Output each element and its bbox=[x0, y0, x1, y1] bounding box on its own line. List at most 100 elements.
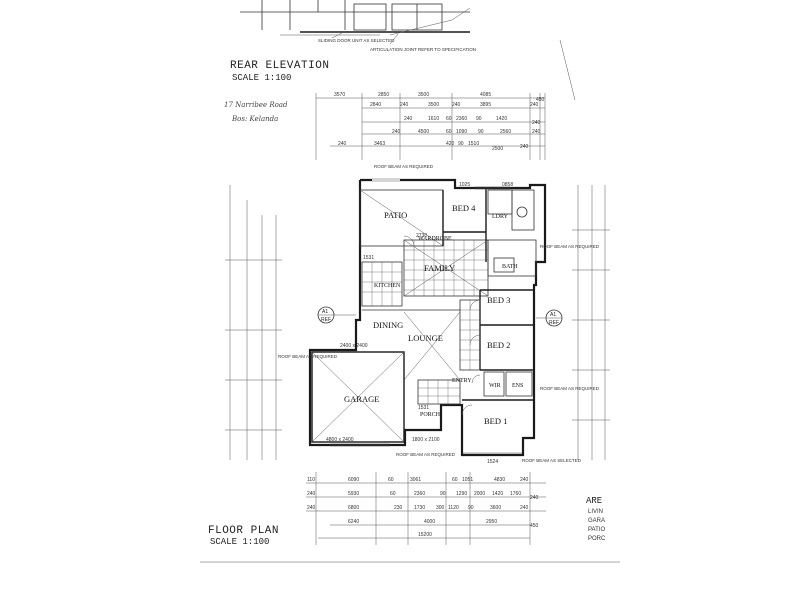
dim-t5-e: 1510 bbox=[468, 141, 479, 147]
area-heading: ARE bbox=[586, 496, 602, 506]
dim-kitchen-1531: 1531 bbox=[363, 255, 374, 261]
dim-b3-f: 1120 bbox=[448, 505, 459, 511]
dim-t4-a: 240 bbox=[392, 129, 401, 135]
room-wir: WIR bbox=[489, 383, 501, 389]
dim-b2-h: 1420 bbox=[492, 491, 503, 497]
address-line-2: Bos: Kelanda bbox=[231, 115, 278, 123]
bottom-dimension-strings bbox=[306, 472, 546, 545]
room-ens: ENS bbox=[512, 383, 523, 389]
dim-b4-b: 4000 bbox=[424, 519, 435, 525]
room-patio: PATIO bbox=[384, 210, 407, 220]
dim-t1-d: 4085 bbox=[480, 92, 491, 98]
dim-t2-c: 3500 bbox=[428, 102, 439, 108]
dim-t3-a: 240 bbox=[404, 116, 413, 122]
dim-t2-a: 2840 bbox=[370, 102, 381, 108]
dim-t3-e: 90 bbox=[476, 116, 482, 122]
dim-b4-a: 6240 bbox=[348, 519, 359, 525]
room-bed1: BED 1 bbox=[484, 416, 507, 426]
dim-b-total: 15200 bbox=[418, 532, 432, 538]
room-kitchen: KITCHEN bbox=[374, 283, 401, 289]
dim-b3-a: 240 bbox=[307, 505, 316, 511]
area-row-living: LIVIN bbox=[588, 509, 603, 515]
dim-family-2730: 2730 bbox=[416, 233, 427, 239]
room-ldry: LDRY bbox=[492, 214, 509, 220]
dim-b2-d: 2360 bbox=[414, 491, 425, 497]
top-dimension-strings bbox=[315, 93, 546, 160]
right-dimension-strings bbox=[572, 185, 610, 460]
dim-t2-d: 240 bbox=[452, 102, 461, 108]
floor-plan-title: FLOOR PLAN bbox=[208, 525, 279, 537]
dim-t4-d: 1090 bbox=[456, 129, 467, 135]
note-roof-beam-left: ROOF BEAM AS REQUIRED bbox=[278, 354, 338, 359]
dim-t3-d: 2360 bbox=[456, 116, 467, 122]
dim-b3-b: 6800 bbox=[348, 505, 359, 511]
elevation-scale: SCALE 1:100 bbox=[232, 73, 291, 83]
dim-b3-c: 230 bbox=[394, 505, 403, 511]
dim-b3-g: 90 bbox=[468, 505, 474, 511]
dim-b3-d: 1730 bbox=[414, 505, 425, 511]
left-dimension-strings bbox=[225, 185, 282, 460]
note-roof-beam-porch: ROOF BEAM AS REQUIRED bbox=[396, 452, 456, 457]
dim-top-1025: 1025 bbox=[459, 182, 470, 188]
dim-t5-d: 90 bbox=[458, 141, 464, 147]
dim-b1-a: 110 bbox=[307, 477, 315, 483]
dim-t4-g: 240 bbox=[532, 129, 541, 135]
area-row-porch: PORC bbox=[588, 536, 606, 542]
section-left-code: A1 bbox=[322, 309, 328, 315]
elevation-title: REAR ELEVATION bbox=[230, 60, 329, 72]
dim-t2-f: 240 bbox=[530, 102, 539, 108]
note-roof-beam-top: ROOF BEAM AS REQUIRED bbox=[374, 164, 434, 169]
dim-t1-c: 3500 bbox=[418, 92, 429, 98]
area-row-garage: GARA bbox=[588, 518, 605, 524]
room-lounge: LOUNGE bbox=[408, 333, 443, 343]
porch-window-size: 1800 x 2100 bbox=[412, 437, 440, 443]
room-family: FAMILY bbox=[424, 263, 455, 273]
dim-b2-b: 5930 bbox=[348, 491, 359, 497]
section-marker-right bbox=[536, 309, 563, 327]
address-line-1: 17 Narribee Road bbox=[224, 101, 288, 109]
dim-t1-a: 3570 bbox=[334, 92, 345, 98]
sheet-edge-mark bbox=[559, 39, 576, 101]
dim-t1-e: 450 bbox=[536, 97, 545, 103]
dim-t4-e: 90 bbox=[478, 129, 484, 135]
garage-door-size-2: 4800 x 2400 bbox=[326, 437, 354, 443]
dim-b2-f: 1290 bbox=[456, 491, 467, 497]
dim-t4-c: 60 bbox=[446, 129, 452, 135]
dim-t4-f: 2560 bbox=[500, 129, 511, 135]
section-left-ref: REF bbox=[321, 317, 331, 323]
dim-bed1-1524: 1524 bbox=[487, 459, 498, 465]
dim-b2-i: 1760 bbox=[510, 491, 521, 497]
floor-plan-scale: SCALE 1:100 bbox=[210, 537, 269, 547]
dim-t3-c: 60 bbox=[446, 116, 452, 122]
note-sliding-door: SLIDING DOOR UNIT AS SELECTED bbox=[318, 38, 395, 43]
dim-b1-c: 60 bbox=[388, 477, 394, 483]
room-garage: GARAGE bbox=[344, 394, 379, 404]
section-right-code: A1 bbox=[550, 312, 556, 318]
dim-b1-d: 3061 bbox=[410, 477, 421, 483]
dim-t3-g: 240 bbox=[532, 120, 541, 126]
room-porch: PORCH bbox=[420, 412, 441, 418]
dim-b2-c: 60 bbox=[390, 491, 396, 497]
dim-t3-b: 1610 bbox=[428, 116, 439, 122]
section-right-ref: REF bbox=[549, 320, 559, 326]
dim-b1-f: 1051 bbox=[462, 477, 473, 483]
room-bed4: BED 4 bbox=[452, 203, 476, 213]
note-roof-beam-right-top: ROOF BEAM AS REQUIRED bbox=[540, 244, 600, 249]
dim-t5-f: 2500 bbox=[492, 146, 503, 152]
dim-t3-f: 1420 bbox=[496, 116, 507, 122]
garage-door-size: 2400 x 2400 bbox=[340, 343, 368, 349]
room-bath: BATH bbox=[502, 264, 518, 270]
dim-b2-g: 2000 bbox=[474, 491, 485, 497]
dim-b1-b: 6090 bbox=[348, 477, 359, 483]
dim-b2-a: 240 bbox=[307, 491, 316, 497]
room-bed2: BED 2 bbox=[487, 340, 510, 350]
note-articulation-joint: ARTICULATION JOINT REFER TO SPECIFICATIO… bbox=[370, 47, 476, 52]
dim-b4-d: 450 bbox=[530, 523, 539, 529]
dim-b4-c: 2950 bbox=[486, 519, 497, 525]
room-wardrobe: WARDROBE bbox=[418, 236, 452, 242]
dim-t2-b: 240 bbox=[400, 102, 409, 108]
dim-b2-e: 90 bbox=[440, 491, 446, 497]
dim-t5-c: 420 bbox=[446, 141, 455, 147]
dim-b1-e: 60 bbox=[452, 477, 458, 483]
